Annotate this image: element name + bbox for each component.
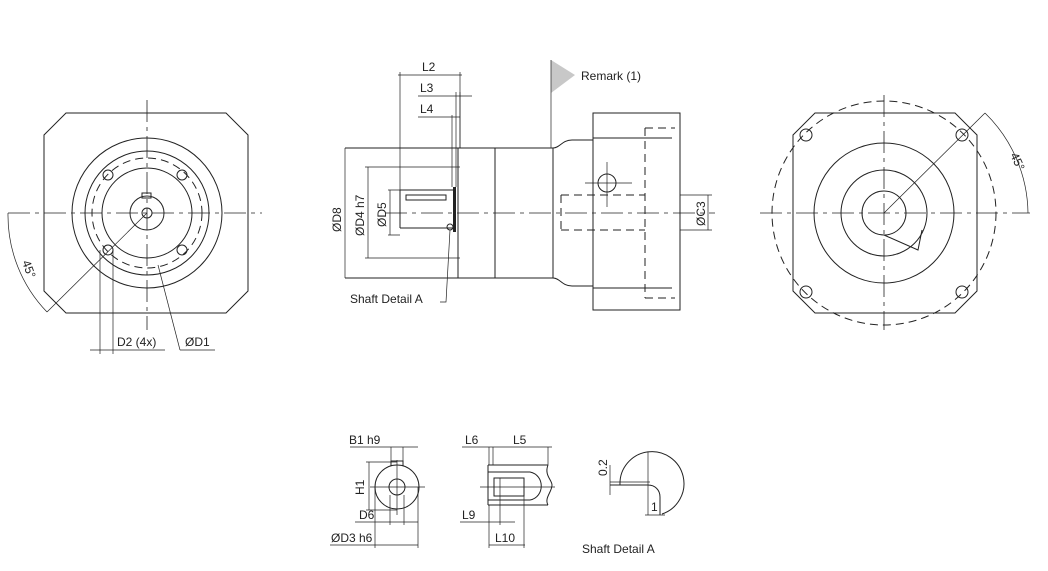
l9-label: L9 [462, 508, 476, 522]
l6-label: L6 [465, 433, 479, 447]
h1-label: H1 [353, 479, 367, 495]
d2-label: D2 (4x) [117, 335, 156, 349]
dim-1-label: 1 [651, 500, 658, 514]
b1-label: B1 h9 [349, 433, 381, 447]
front-view: 45° D2 (4x) ØD1 [7, 100, 262, 354]
c3-label: ØC3 [694, 201, 708, 226]
shaft-section: B1 h9 H1 D6 ØD3 h6 [330, 433, 425, 548]
l3-label: L3 [420, 81, 434, 95]
detail-a-title: Shaft Detail A [582, 542, 655, 556]
l4-label: L4 [420, 102, 434, 116]
l2-label: L2 [422, 60, 436, 74]
d3-label: ØD3 h6 [331, 531, 373, 545]
shaft-end: L6 L5 L9 L10 [460, 433, 555, 548]
dim-02-label: 0.2 [596, 459, 610, 476]
rear-view: 45° [760, 95, 1030, 330]
shaft-detail-a: 0.2 1 Shaft Detail A [582, 451, 685, 556]
rear-angle-label: 45° [1007, 150, 1027, 173]
l10-label: L10 [495, 531, 515, 545]
front-angle-label: 45° [19, 258, 38, 280]
remark-label: Remark (1) [581, 69, 641, 83]
d4-label: ØD4 h7 [353, 194, 367, 236]
d6-label: D6 [359, 508, 375, 522]
side-view: Remark (1) L2 L3 L4 ØD8 ØD4 h7 ØD5 ØC3 S… [330, 60, 715, 311]
l5-label: L5 [513, 433, 527, 447]
d5-label: ØD5 [375, 202, 389, 227]
d1-label: ØD1 [185, 335, 210, 349]
d8-label: ØD8 [330, 207, 344, 232]
shaft-detail-ref-label: Shaft Detail A [350, 292, 423, 306]
